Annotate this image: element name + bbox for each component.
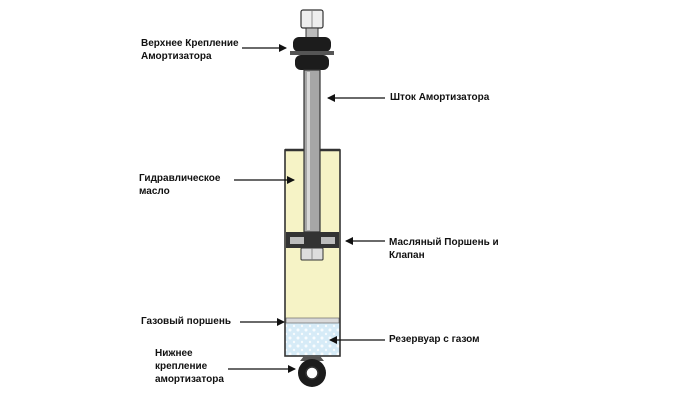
upper-bushing-bottom <box>295 55 329 70</box>
upper-washer <box>290 51 334 55</box>
upper-bushing-top <box>293 37 331 52</box>
label-gas-piston: Газовый поршень <box>141 316 232 327</box>
label-rod: Шток Амортизатора <box>390 92 490 103</box>
gas-piston <box>285 317 340 324</box>
label-oil-piston: Масляный Поршень и Клапан <box>389 237 499 261</box>
label-upper-mount: Верхнее Крепление Амортизатора <box>141 38 239 62</box>
label-hydraulic-oil: Гидравлическое масло <box>139 173 221 197</box>
label-lower-mount: Нижнее крепление амортизатора <box>155 348 224 385</box>
threaded-stud <box>305 27 319 39</box>
label-gas-reservoir: Резервуар с газом <box>389 334 480 345</box>
gas-reservoir <box>285 322 340 356</box>
piston-rod <box>303 69 321 233</box>
